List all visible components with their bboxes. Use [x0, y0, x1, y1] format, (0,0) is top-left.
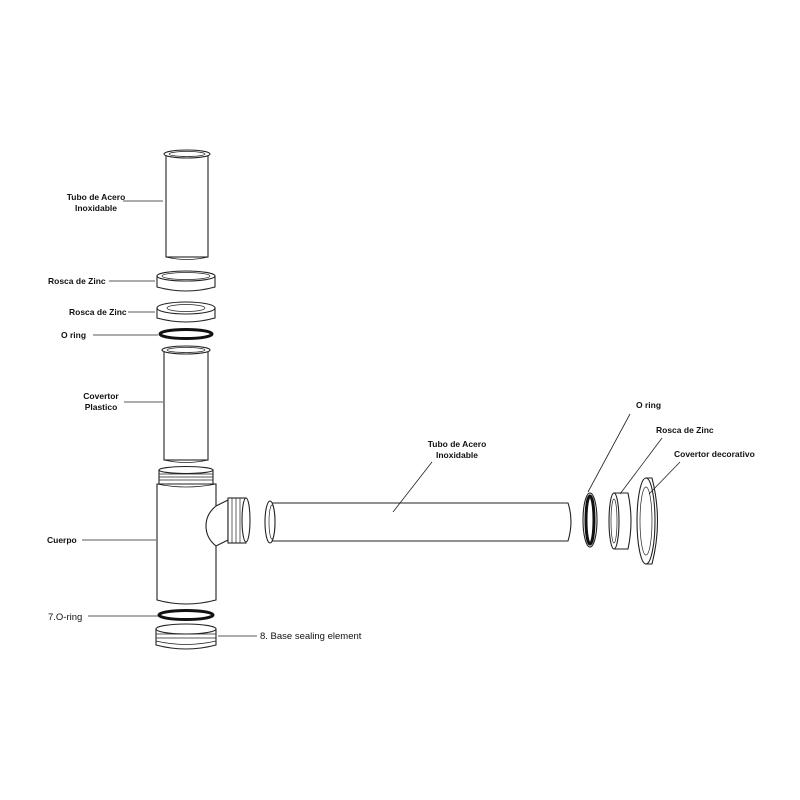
label-tube-top-line2: Inoxidable [75, 203, 117, 213]
label-o-ring-right: O ring [636, 400, 661, 410]
o-ring-7 [157, 609, 215, 621]
o-ring-top [158, 328, 214, 340]
zinc-thread-ring-right [608, 492, 632, 550]
label-tube-horizontal-line1: Tubo de Acero [428, 439, 487, 449]
decorative-cover [636, 477, 659, 565]
base-sealing-element [155, 623, 217, 650]
label-base-sealing: 8. Base sealing element [260, 631, 362, 642]
body-housing [156, 465, 251, 605]
o-ring-right [582, 492, 598, 548]
label-zinc-2: Rosca de Zinc [69, 307, 127, 317]
horizontal-steel-tube [264, 500, 572, 544]
label-zinc-right: Rosca de Zinc [656, 425, 714, 435]
label-cover-plastic-line2: Plastico [85, 402, 118, 412]
top-steel-tube [163, 149, 211, 260]
label-cover-plastic-line1: Covertor [83, 391, 119, 401]
label-body: Cuerpo [47, 535, 77, 545]
zinc-thread-ring-1 [156, 270, 216, 292]
label-o-ring-top: O ring [61, 330, 86, 340]
label-tube-top-line1: Tubo de Acero [67, 192, 126, 202]
label-tube-horizontal-line2: Inoxidable [436, 450, 478, 460]
label-cover-decor: Covertor decorativo [674, 449, 755, 459]
leader-lines [82, 200, 681, 637]
plastic-cover-tube [161, 345, 211, 463]
label-o-ring-7: 7.O-ring [48, 612, 82, 623]
zinc-thread-ring-2 [156, 301, 216, 323]
label-zinc-1: Rosca de Zinc [48, 276, 106, 286]
